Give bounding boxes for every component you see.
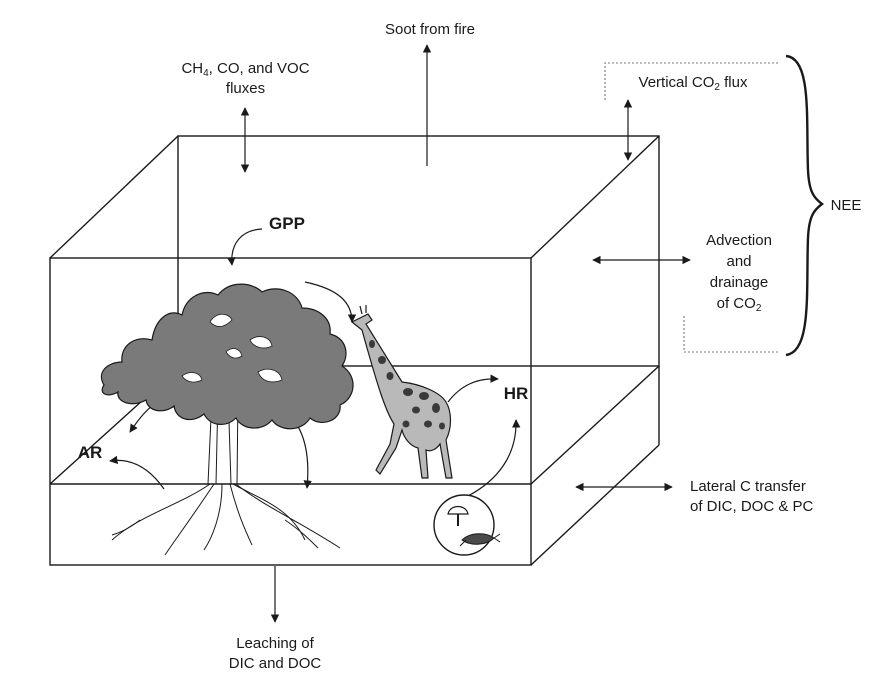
- leaching-line1: Leaching of: [236, 635, 314, 652]
- ar-label: AR: [72, 443, 108, 463]
- soot-label: Soot from fire: [370, 20, 490, 40]
- advection-line4-subscript: 2: [755, 303, 762, 314]
- gpp-label: GPP: [262, 214, 312, 234]
- vertical-prefix: Vertical CO: [638, 74, 715, 91]
- ch4-label-line1: CH4, CO, and VOC: [163, 59, 328, 79]
- lateral-label: Lateral C transfer of DIC, DOC & PC: [690, 477, 860, 517]
- ar-label-text: AR: [77, 443, 103, 462]
- soot-label-text: Soot from fire: [384, 21, 476, 38]
- box-back-face: [177, 135, 660, 367]
- box-edge-top-left: [49, 135, 179, 259]
- leaching-label: Leaching of DIC and DOC: [210, 634, 340, 674]
- ground-plane-left: [49, 399, 144, 485]
- gpp-label-text: GPP: [269, 214, 305, 233]
- vertical-rest: flux: [719, 74, 748, 91]
- hr-label: HR: [496, 384, 536, 404]
- lateral-line2: of DIC, DOC & PC: [690, 498, 814, 515]
- soil-hr-arrow: [467, 419, 521, 497]
- ecosystem-box: [49, 135, 660, 566]
- advection-line4-prefix: of CO: [716, 295, 756, 312]
- nee-label: NEE: [826, 196, 866, 216]
- soil-organisms: [433, 494, 501, 556]
- hr-label-text: HR: [503, 384, 529, 403]
- ch4-label-line2: fluxes: [225, 80, 266, 97]
- advection-line3: drainage: [709, 274, 769, 291]
- gpp-arrow: [227, 228, 263, 266]
- mushroom-icon: [447, 505, 469, 526]
- nee-bracket: [604, 62, 780, 353]
- nee-label-text: NEE: [830, 197, 862, 214]
- microbe-icon: [459, 533, 501, 547]
- canopy-to-giraffe-arrow: [304, 281, 357, 323]
- advection-line2: and: [726, 253, 752, 270]
- ch4-label: CH4, CO, and VOC fluxes: [163, 59, 328, 99]
- box-edge-top-right: [530, 135, 660, 259]
- advection-line4: of CO2: [684, 293, 794, 314]
- giraffe-icon: [350, 305, 453, 479]
- ground-plane-right: [530, 365, 660, 485]
- ch4-subscript: 4: [203, 68, 209, 79]
- advection-line1: Advection: [706, 232, 772, 249]
- lateral-line1: Lateral C transfer: [690, 478, 806, 495]
- nee-brace: [785, 54, 824, 357]
- vertical-co2-label: Vertical CO2 flux: [618, 73, 768, 93]
- ch4-prefix: CH: [181, 60, 204, 77]
- box-edge-bottom-right: [530, 444, 660, 566]
- giraffe-hr-arrow: [447, 374, 499, 403]
- vertical-subscript: 2: [714, 82, 720, 93]
- box-front-face: [49, 257, 532, 566]
- nee-bracket-top: [604, 62, 780, 100]
- tree-icon: [100, 283, 354, 556]
- ch4-rest: , CO, and VOC: [208, 60, 310, 77]
- soil-organisms-circle: [433, 494, 495, 556]
- root-ar-arrow: [109, 455, 165, 490]
- nee-bracket-bottom: [683, 316, 780, 353]
- advection-label: Advection and drainage of CO2: [684, 230, 794, 314]
- leaching-line2: DIC and DOC: [228, 655, 322, 672]
